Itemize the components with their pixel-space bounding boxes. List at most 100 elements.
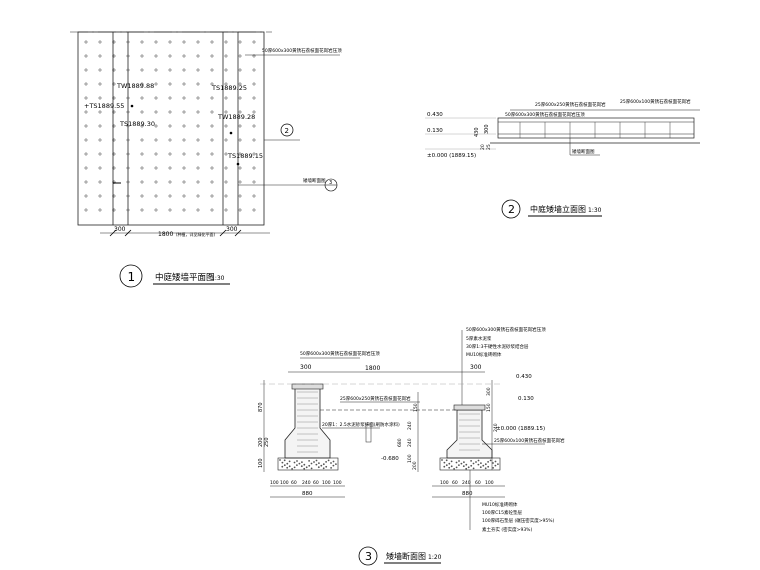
dim-note: (种植，详见绿化平面) [176, 231, 216, 237]
drawing-number-circle [119, 264, 143, 288]
plan-elevation-label: TS1889.15 [227, 152, 263, 160]
gravel-dot [458, 464, 460, 466]
section-ref-num: 3 [329, 180, 332, 186]
vdim-label: 150 [413, 403, 419, 412]
section-level-label: ±0.000 (1889.15) [496, 426, 545, 432]
gravel-dot [296, 464, 298, 466]
gravel-dot [303, 467, 306, 470]
elev-vdim: 20 [480, 144, 486, 150]
elev-note: 25厚600x100黄锈石荔枝面花岗岩 [620, 98, 691, 105]
section-level-label: -0.680 [381, 456, 399, 462]
gravel-dot [458, 460, 460, 462]
gravel-dot [484, 463, 487, 466]
drawing-number-circle [358, 546, 378, 566]
gravel-dot [293, 461, 296, 464]
dim-label: 60 [313, 480, 319, 486]
dim-label: 880 [302, 491, 313, 497]
gravel-dot [479, 466, 482, 469]
gravel-dot [492, 462, 494, 464]
plan-elevation-label: TS1889.25 [211, 84, 247, 92]
dim-label: 300 [470, 364, 482, 371]
gravel-dot [286, 462, 289, 465]
gravel-dot [472, 467, 475, 470]
section-note: 素土夯实 (密实度>93%) [482, 526, 532, 533]
gravel-dot [310, 462, 313, 465]
gravel-dot [480, 462, 482, 464]
elev-section-ref: 矮墙断面图 [572, 148, 595, 155]
right-coping [453, 404, 486, 411]
gravel-dot [494, 464, 497, 467]
dim-tick [234, 229, 242, 237]
gravel-dot [288, 460, 291, 463]
gravel-dot [286, 466, 289, 469]
section-note: 30厚1:3干硬性水泥砂浆结合层 [466, 343, 529, 350]
gravel-dot [477, 463, 480, 466]
gravel-dot [325, 461, 327, 463]
plan-elevation-label: TW1889.88 [116, 82, 154, 90]
gravel-dot [301, 461, 303, 463]
dim-label: 1800 [365, 365, 380, 372]
section-note: 20厚1：2.5水泥砂浆抹面(刷防水涂料) [322, 421, 400, 428]
gravel-dot [298, 462, 301, 465]
vdim-label: 300 [486, 387, 492, 396]
elev-level-label: 0.130 [427, 128, 443, 134]
spot-marker [229, 131, 233, 135]
drawing-title: 中庭矮墙平面图 [155, 272, 215, 283]
vdim-label: 200 [412, 461, 418, 470]
elevation-marker-num: 2 [285, 127, 289, 135]
gravel-dot [300, 465, 303, 468]
gravel-dot [303, 463, 306, 466]
drawing-title: 矮墙断面图 [386, 551, 426, 561]
elevation-marker [280, 123, 294, 137]
vdim-label: 200 [258, 437, 264, 447]
plan-view: 50厚600x300黄锈石荔枝面花岗岩压顶 TW1889.88 +TS1889.… [70, 31, 342, 288]
drawing-number: 2 [508, 203, 515, 216]
dim-tick [124, 229, 132, 237]
gravel-dot [310, 467, 313, 470]
dim-label: 60 [452, 480, 458, 486]
gravel-dot [335, 463, 337, 465]
gravel-dot [497, 463, 499, 465]
drawing-scale: 1:30 [588, 207, 602, 214]
gravel-dot [472, 462, 475, 465]
drawing-number: 3 [365, 550, 372, 563]
gravel-dot [463, 461, 465, 463]
section-view: 50厚600x300黄锈石荔枝面花岗岩压顶 5厚素水泥浆 30厚1:3干硬性水泥… [258, 326, 565, 566]
gravel-dot [445, 464, 448, 467]
paving-pattern [84, 40, 256, 212]
gravel-dot [315, 459, 318, 462]
section-level-label: 0.430 [516, 374, 532, 380]
gravel-dot [450, 460, 453, 463]
gravel-dot [475, 461, 477, 463]
gravel-dot [484, 467, 487, 470]
section-ref-label: 矮墙断面图 [303, 177, 326, 184]
section-note: MU10标准砖砌体 [466, 351, 502, 358]
gravel-dot [330, 467, 332, 469]
dim-label: 240 [462, 480, 471, 486]
plan-elevation-label: +TS1889.55 [84, 102, 124, 110]
section-note: 50厚600x300黄锈石荔枝面花岗岩压顶 [300, 350, 380, 357]
drawing-scale: 1:30 [211, 275, 225, 282]
gravel-dot [465, 463, 468, 466]
vdim-label: 240 [407, 421, 413, 430]
elev-joints [519, 122, 671, 138]
gravel-dot [467, 466, 470, 469]
vdim-label: 250 [264, 437, 270, 447]
gravel-dot [320, 464, 323, 467]
gravel-dot [313, 461, 315, 463]
gravel-dot [305, 466, 308, 469]
gravel-dot [288, 465, 291, 468]
dim-label: 100 [333, 480, 342, 486]
elev-vdim: 430 [474, 127, 480, 137]
elev-note: 25厚600x250黄锈石荔枝面花岗岩 [535, 101, 606, 108]
plan-elevation-label: TW1889.28 [217, 113, 255, 121]
gravel-dot [283, 459, 286, 462]
gravel-dot [279, 459, 281, 461]
plan-elevation-label: TS1889.30 [119, 120, 155, 128]
left-coping [291, 383, 324, 390]
gravel-dot [308, 460, 310, 462]
vdim-label: 240 [493, 423, 499, 432]
section-note: 25厚600x100黄锈石荔枝面花岗岩 [494, 437, 565, 444]
dim-label: 100 [322, 480, 331, 486]
